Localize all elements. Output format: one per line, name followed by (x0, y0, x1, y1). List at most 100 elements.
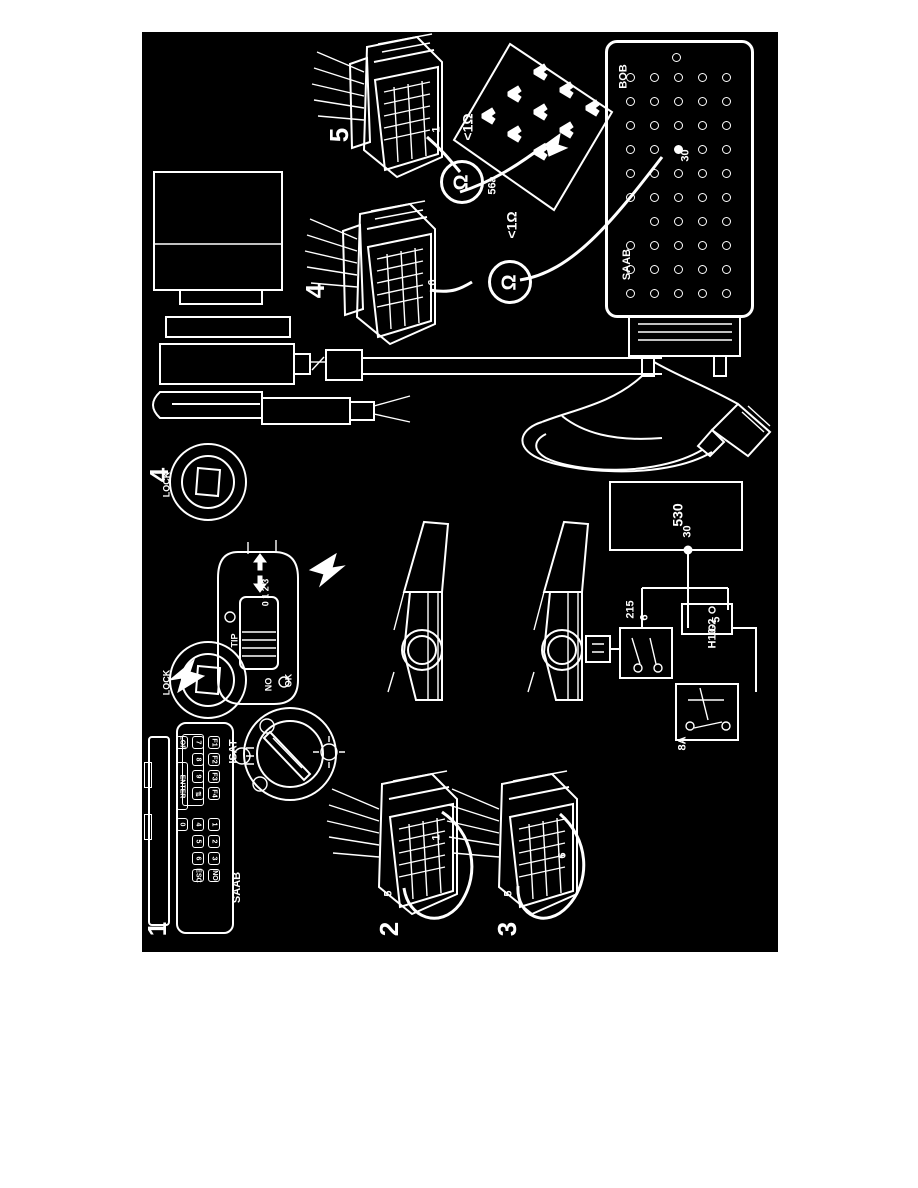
diagram-linework (152, 33, 772, 920)
connector-5-pin-label: 1 (430, 126, 443, 133)
bob-pin[interactable] (650, 97, 659, 106)
bob-pin[interactable] (698, 265, 707, 274)
bob-pin[interactable] (698, 169, 707, 178)
key-3[interactable]: 3 (208, 852, 220, 865)
key-9[interactable]: 9 (192, 770, 204, 783)
bob-pin-30[interactable] (674, 145, 683, 154)
bob-pin[interactable] (722, 217, 731, 226)
bob-pin[interactable] (650, 289, 659, 298)
key-esc[interactable]: ESC (192, 868, 204, 883)
key-6[interactable]: 6 (192, 852, 204, 865)
key-0[interactable]: 0 (176, 818, 188, 831)
key-f3[interactable]: F3 (208, 770, 220, 783)
bob-pin[interactable] (650, 265, 659, 274)
isat-tester[interactable]: F1 F2 F3 F4 7 8 9 ⇅ 4 5 6 ESC 1 2 3 NO L… (144, 722, 243, 947)
bob-pin-30-label: 30 (679, 149, 692, 162)
bob-pin[interactable] (722, 193, 731, 202)
fuse-panel-graphic (452, 42, 614, 212)
key-f4[interactable]: F4 (208, 787, 220, 800)
key-7[interactable]: 7 (192, 736, 204, 749)
key-alt[interactable]: ⇅ (192, 787, 204, 800)
bob-pin[interactable] (698, 121, 707, 130)
switch-marking-no: NO (263, 677, 274, 692)
bob-pin[interactable] (672, 53, 681, 62)
bob-pin[interactable] (698, 145, 707, 154)
bob-pin[interactable] (674, 121, 683, 130)
step-3-number: 3 (492, 921, 523, 937)
bob-pin[interactable] (698, 241, 707, 250)
bob-pin[interactable] (674, 265, 683, 274)
bob-pin[interactable] (674, 217, 683, 226)
ignition-lock-upper-graphic (169, 443, 247, 521)
bob-pin[interactable] (626, 193, 635, 202)
key-5[interactable]: 5 (192, 835, 204, 848)
bob-pin[interactable] (650, 217, 659, 226)
bob-pin[interactable] (674, 169, 683, 178)
circuit-module-pin-30-label: 30 (681, 525, 694, 538)
bob-pin[interactable] (626, 265, 635, 274)
bob-pin[interactable] (698, 193, 707, 202)
bob-pin[interactable] (674, 241, 683, 250)
bob-pin[interactable] (674, 97, 683, 106)
bob-pin[interactable] (698, 97, 707, 106)
key-4[interactable]: 4 (192, 818, 204, 831)
isat-cable-adapter (148, 736, 170, 926)
bob-pin[interactable] (722, 289, 731, 298)
bob-pin[interactable] (650, 121, 659, 130)
circuit-module-530-label: 530 (669, 503, 686, 527)
fuse-8a-label: 8A (676, 736, 689, 751)
bob-pin[interactable] (674, 193, 683, 202)
bob-pin[interactable] (650, 193, 659, 202)
bob-pin[interactable] (626, 241, 635, 250)
bob-pin[interactable] (722, 97, 731, 106)
bob-pin[interactable] (626, 121, 635, 130)
ohm-value-top: <1Ω (459, 113, 476, 141)
bob-pin[interactable] (722, 241, 731, 250)
ignition-lock-lower-label: LOCK (161, 669, 172, 696)
bob-pin[interactable] (722, 145, 731, 154)
bob-pin[interactable] (650, 145, 659, 154)
bob-pin[interactable] (698, 289, 707, 298)
switch-marking-ok: OK (283, 673, 294, 688)
bob-pin[interactable] (698, 217, 707, 226)
switch-marking-tip: TIP (229, 633, 240, 648)
connector-step2-graphic (326, 770, 474, 920)
isat-model-label: ISAT (227, 739, 240, 764)
switch-marking-scale: 0 1 2 3 (260, 578, 271, 607)
headlamp-left-graphic (387, 520, 450, 701)
key-8[interactable]: 8 (192, 753, 204, 766)
key-f2[interactable]: F2 (208, 753, 220, 766)
connector-4-pin-label: 6 (426, 279, 439, 286)
connector-5-top-graphic (311, 33, 443, 179)
bob-pin[interactable] (698, 73, 707, 82)
bob-pin[interactable] (626, 169, 635, 178)
relay-pin-5-label: 5 (710, 616, 723, 623)
bob-pin[interactable] (674, 289, 683, 298)
key-enter[interactable]: ENTER (176, 762, 188, 810)
bob-pin[interactable] (626, 145, 635, 154)
bob-pin[interactable] (650, 73, 659, 82)
key-1[interactable]: 1 (208, 818, 220, 831)
relay-h10-2-label: H10-2 (706, 618, 719, 649)
bob-pin[interactable] (626, 97, 635, 106)
bob-pin[interactable] (722, 265, 731, 274)
key-2[interactable]: 2 (208, 835, 220, 848)
bob-pin[interactable] (626, 73, 635, 82)
bob-pin[interactable] (650, 241, 659, 250)
bob-pin[interactable] (626, 289, 635, 298)
step2-pin-5-label: 5 (382, 890, 395, 897)
fuse-terminal-56a-label: 56a (486, 176, 499, 195)
bob-pin[interactable] (722, 169, 731, 178)
bob-pin[interactable] (674, 73, 683, 82)
key-lof[interactable]: LOF (176, 736, 188, 750)
key-f1[interactable]: F1 (208, 736, 220, 749)
headlight-levelling-switch-graphic (168, 540, 346, 705)
connector-4-graphic (304, 200, 436, 346)
bob-pin[interactable] (650, 169, 659, 178)
step-4-number: 4 (300, 283, 331, 299)
key-no[interactable]: NO (208, 869, 220, 882)
bob-pin[interactable] (722, 73, 731, 82)
rotary-light-switch-graphic (233, 707, 345, 801)
bob-pin[interactable] (722, 121, 731, 130)
